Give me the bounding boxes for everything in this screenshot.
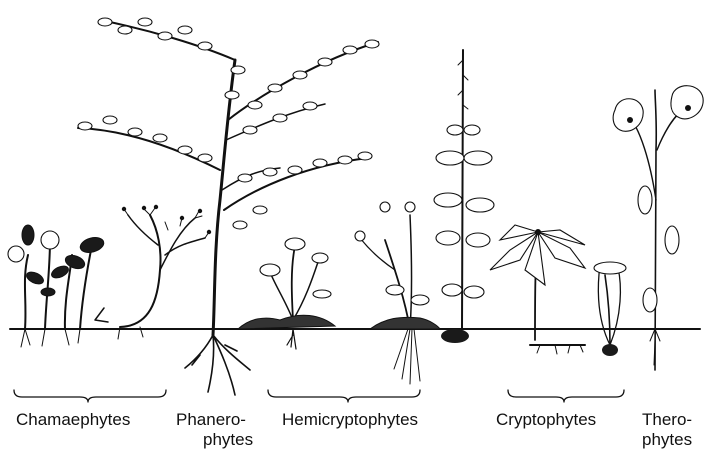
bracket-hemicryptophytes [268, 390, 420, 402]
shrub-plant [118, 205, 211, 339]
label-cryptophytes: Cryptophytes [496, 410, 596, 430]
label-phanerophytes-line2: phytes [203, 430, 253, 450]
label-therophytes-line2: phytes [642, 430, 692, 450]
label-therophytes: Thero- phytes [642, 410, 692, 450]
label-chamaephytes: Chamaephytes [16, 410, 130, 430]
label-phanerophytes: Phanero- phytes [176, 410, 253, 450]
label-hemicryptophytes: Hemicryptophytes [282, 410, 418, 430]
cryptophyte-bulb-plant [594, 262, 626, 356]
bracket-cryptophytes [508, 390, 624, 402]
label-therophytes-line1: Thero- [642, 410, 692, 430]
bracket-chamaephytes [14, 390, 166, 402]
phanerophyte-tree [78, 18, 379, 395]
hemicryptophyte-rosette [238, 238, 335, 349]
cryptophyte-plant [490, 225, 585, 354]
hemicryptophyte-tall-stem [434, 50, 494, 343]
label-phanerophytes-line1: Phanero- [176, 410, 253, 430]
hemicryptophyte-herb [355, 202, 440, 384]
therophyte-poppy [613, 86, 703, 370]
